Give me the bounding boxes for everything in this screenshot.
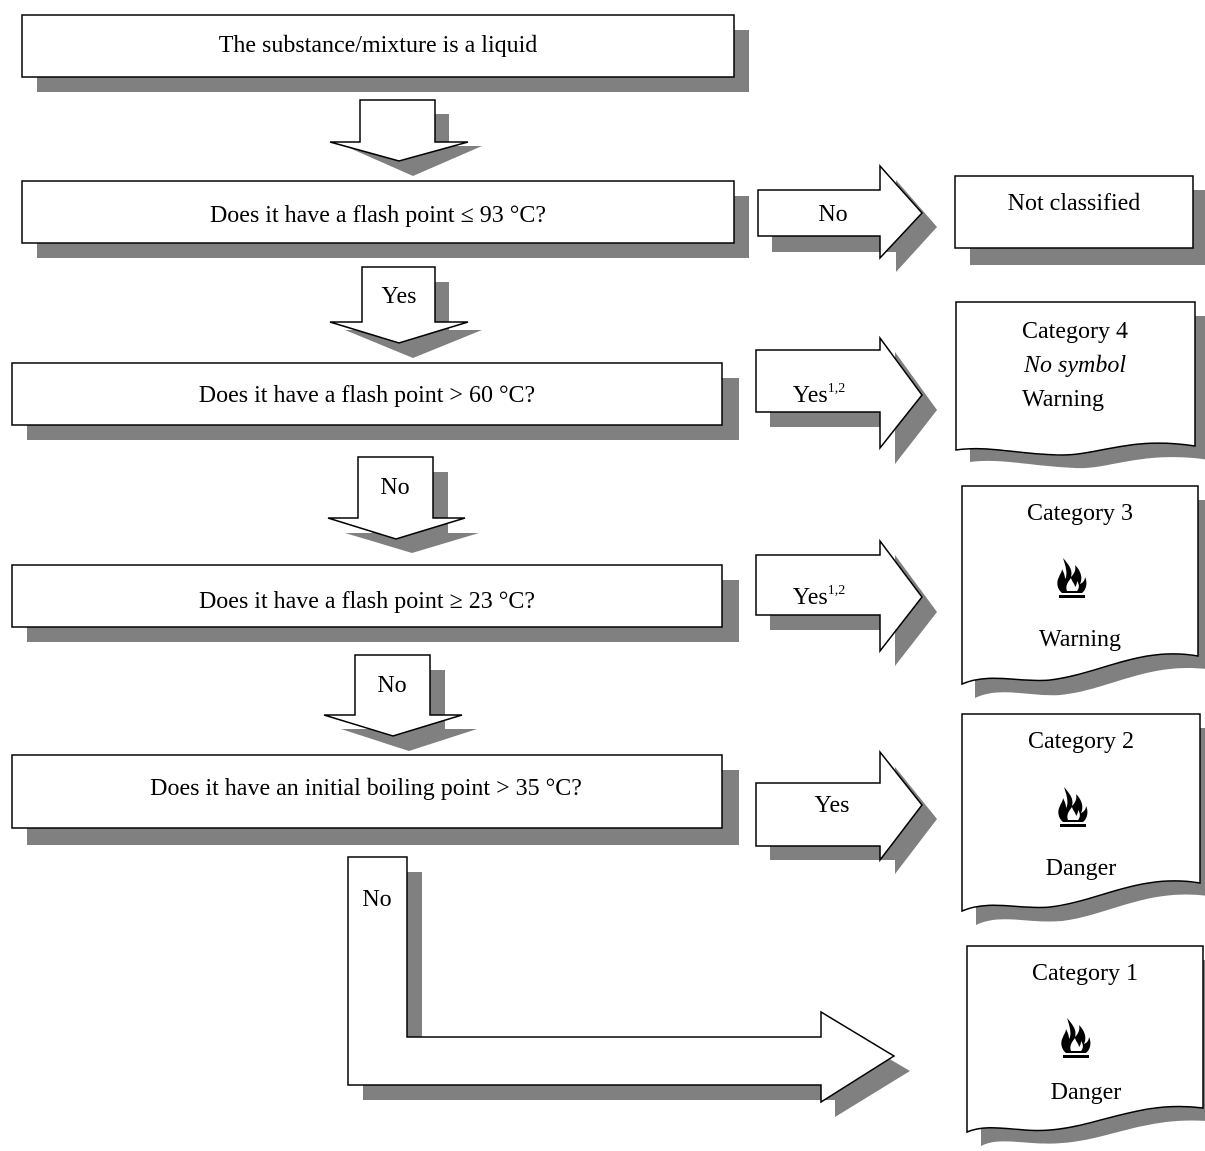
right-arrow-q3-yes: Yes1,2 bbox=[755, 538, 937, 666]
q2-yes-superscript: 1,2 bbox=[828, 381, 846, 396]
result-not-classified: Not classified bbox=[954, 175, 1205, 265]
result-category-2: Category 2 Danger bbox=[961, 713, 1205, 925]
q3-yes-label: Yes bbox=[793, 584, 828, 610]
q3-yes-superscript: 1,2 bbox=[828, 583, 846, 598]
down-arrow-q1-yes: Yes bbox=[329, 266, 482, 358]
q3-label: Does it have a flash point ≥ 23 °C? bbox=[199, 588, 535, 614]
cat3-signal: Warning bbox=[1039, 626, 1121, 652]
down-arrow-q3-no: No bbox=[323, 654, 477, 751]
q4-no-label: No bbox=[362, 886, 391, 912]
start-box: The substance/mixture is a liquid bbox=[21, 14, 749, 92]
q1-no-label: No bbox=[818, 201, 847, 227]
q3-no-label: No bbox=[377, 672, 406, 698]
q1-yes-label: Yes bbox=[382, 283, 417, 309]
q2-yes-label: Yes bbox=[793, 382, 828, 408]
question-box-q3: Does it have a flash point ≥ 23 °C? bbox=[11, 564, 739, 642]
result-category-4: Category 4 No symbol Warning bbox=[955, 301, 1205, 469]
q3-yes-text: Yes1,2 bbox=[793, 583, 845, 610]
cat4-symbol-text: No symbol bbox=[1023, 352, 1126, 378]
down-arrow-start-to-q1 bbox=[329, 99, 482, 176]
q4-yes-label: Yes bbox=[815, 792, 850, 818]
q2-yes-text: Yes1,2 bbox=[793, 381, 845, 408]
cat2-title: Category 2 bbox=[1028, 728, 1134, 754]
q4-label: Does it have an initial boiling point > … bbox=[150, 775, 582, 801]
cat4-title: Category 4 bbox=[1022, 318, 1128, 344]
cat4-signal: Warning bbox=[1022, 386, 1104, 412]
cat2-signal: Danger bbox=[1046, 855, 1117, 881]
cat3-title: Category 3 bbox=[1027, 500, 1133, 526]
cat1-title: Category 1 bbox=[1032, 960, 1138, 986]
question-box-q4: Does it have an initial boiling point > … bbox=[11, 754, 739, 845]
right-arrow-q4-yes: Yes bbox=[755, 749, 937, 874]
start-label: The substance/mixture is a liquid bbox=[219, 32, 538, 58]
down-arrow-q2-no: No bbox=[327, 456, 479, 553]
right-arrow-q1-no: No bbox=[757, 164, 937, 272]
question-box-q2: Does it have a flash point > 60 °C? bbox=[11, 362, 739, 440]
cat1-signal: Danger bbox=[1051, 1079, 1122, 1105]
q2-label: Does it have a flash point > 60 °C? bbox=[199, 382, 535, 408]
result-category-1: Category 1 Danger bbox=[966, 945, 1205, 1146]
q2-no-label: No bbox=[380, 474, 409, 500]
question-box-q1: Does it have a flash point ≤ 93 °C? bbox=[21, 180, 749, 258]
not-classified-label: Not classified bbox=[1008, 190, 1141, 216]
q1-label: Does it have a flash point ≤ 93 °C? bbox=[210, 202, 546, 228]
right-arrow-q2-yes: Yes1,2 bbox=[755, 335, 937, 464]
result-category-3: Category 3 Warning bbox=[961, 485, 1205, 698]
l-arrow-q4-no: No bbox=[347, 856, 910, 1117]
